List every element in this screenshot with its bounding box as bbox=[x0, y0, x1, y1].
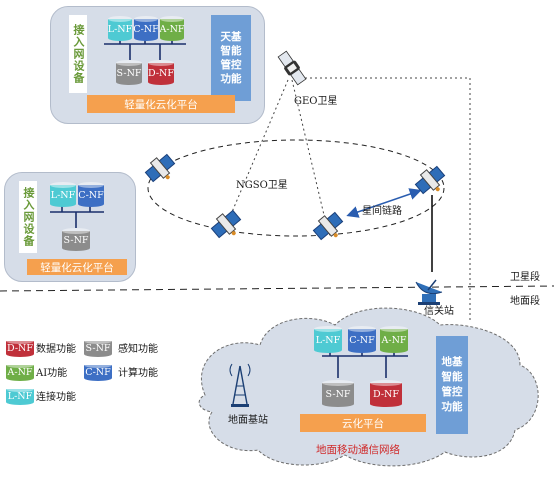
base-station-tower-icon bbox=[229, 363, 251, 407]
platform-label: 轻量化云化平台 bbox=[40, 261, 114, 274]
inter-satellite-link-label: 星间链路 bbox=[362, 206, 402, 217]
legend: 数据功能 感知功能 AI功能 计算功能 连接功能 bbox=[4, 334, 184, 404]
access-network-device-box: 接入网设备 bbox=[69, 15, 87, 93]
ngso-satellite-label: NGSO卫星 bbox=[236, 180, 288, 191]
cloud-platform-label: 云化平台 bbox=[342, 417, 384, 430]
access-network-label: 接入网设备 bbox=[22, 187, 35, 247]
ground-network-label: 地面移动通信网络 bbox=[316, 444, 400, 456]
gateway-dish-icon bbox=[415, 279, 443, 305]
ngso-satellite-icon bbox=[312, 211, 344, 241]
geo-satellite-icon bbox=[277, 50, 307, 86]
inter-satellite-link bbox=[346, 188, 422, 218]
top-satellite-panel: 接入网设备 天基智能管控功能 轻量化云化平台 bbox=[50, 6, 265, 124]
legend-text-data: 数据功能 bbox=[36, 344, 76, 355]
space-control-label: 天基智能管控功能 bbox=[220, 31, 242, 85]
lightweight-platform-bar: 轻量化云化平台 bbox=[27, 259, 127, 275]
legend-text-sense: 感知功能 bbox=[118, 344, 158, 355]
platform-label: 轻量化云化平台 bbox=[124, 98, 198, 111]
geo-satellite-label: GEO卫星 bbox=[294, 96, 338, 107]
gateway-label: 信关站 bbox=[424, 306, 454, 317]
ngso-satellite-icon bbox=[144, 153, 176, 183]
ngso-satellite-icon bbox=[414, 165, 446, 195]
access-network-label: 接入网设备 bbox=[72, 24, 85, 84]
access-network-device-box: 接入网设备 bbox=[19, 181, 37, 253]
geo-link-left bbox=[231, 79, 289, 213]
ngso-satellite-icon bbox=[210, 209, 242, 239]
legend-text-ai: AI功能 bbox=[36, 368, 68, 379]
geo-link-right bbox=[291, 79, 325, 216]
segment-divider-line bbox=[0, 285, 554, 292]
lightweight-platform-bar: 轻量化云化平台 bbox=[87, 95, 235, 113]
left-satellite-panel: 接入网设备 轻量化云化平台 bbox=[4, 172, 136, 282]
ground-control-box: 地基智能管控功能 bbox=[436, 336, 468, 434]
geo-gateway-link bbox=[305, 77, 471, 320]
base-station-label: 地面基站 bbox=[228, 415, 268, 426]
legend-text-compute: 计算功能 bbox=[118, 368, 158, 379]
ground-segment-label: 地面段 bbox=[510, 296, 540, 307]
space-control-box: 天基智能管控功能 bbox=[211, 15, 251, 101]
ngso-orbit bbox=[147, 139, 445, 237]
ground-control-label: 地基智能管控功能 bbox=[441, 356, 463, 413]
legend-text-connect: 连接功能 bbox=[36, 392, 76, 403]
satellite-segment-label: 卫星段 bbox=[510, 272, 540, 283]
cloud-platform-bar: 云化平台 bbox=[300, 414, 426, 432]
